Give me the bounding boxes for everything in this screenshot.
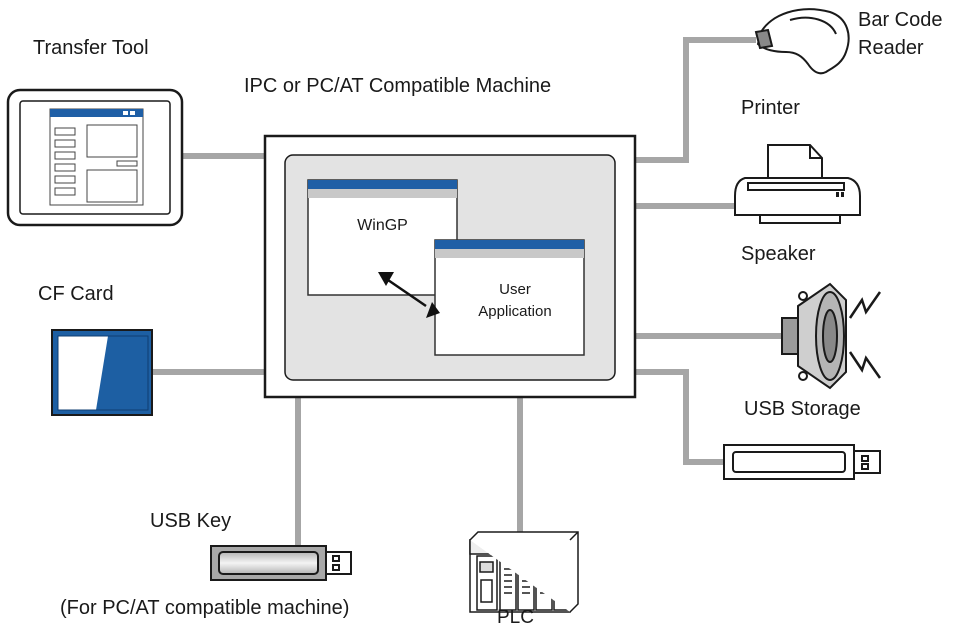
bar-code-reader-label-line1: Bar Code (858, 9, 943, 31)
speaker-label: Speaker (741, 243, 816, 265)
bar-code-reader-label-line2: Reader (858, 37, 924, 59)
plc-label: PLC (497, 607, 534, 628)
connector-usb-storage (635, 369, 724, 465)
connector-lines (152, 37, 790, 548)
wingp-window (307, 179, 458, 296)
usb-storage-icon (723, 444, 881, 480)
plc-icon (469, 531, 579, 613)
tablet-icon (6, 88, 184, 227)
user-app-label-line2: Application (478, 303, 552, 320)
printer-icon (734, 144, 861, 224)
usb-storage-label: USB Storage (744, 398, 861, 420)
speaker-icon (781, 282, 882, 390)
user-app-label-line1: User (499, 281, 531, 298)
wingp-label: WinGP (357, 217, 408, 234)
usb-key-icon (210, 545, 352, 581)
cf-card-icon (51, 329, 153, 416)
cf-card-label: CF Card (38, 283, 114, 305)
machine (263, 134, 637, 399)
usb-key-note-label: (For PC/AT compatible machine) (60, 597, 350, 619)
user-app-window (434, 239, 585, 356)
usb-key-label: USB Key (150, 510, 232, 532)
double-arrow-icon (378, 272, 440, 318)
machine-label: IPC or PC/AT Compatible Machine (244, 75, 552, 97)
connector-bar-code-reader (635, 37, 756, 163)
bar-code-reader-icon (754, 8, 850, 75)
transfer-tool-label: Transfer Tool (33, 37, 149, 59)
printer-label: Printer (741, 97, 800, 119)
